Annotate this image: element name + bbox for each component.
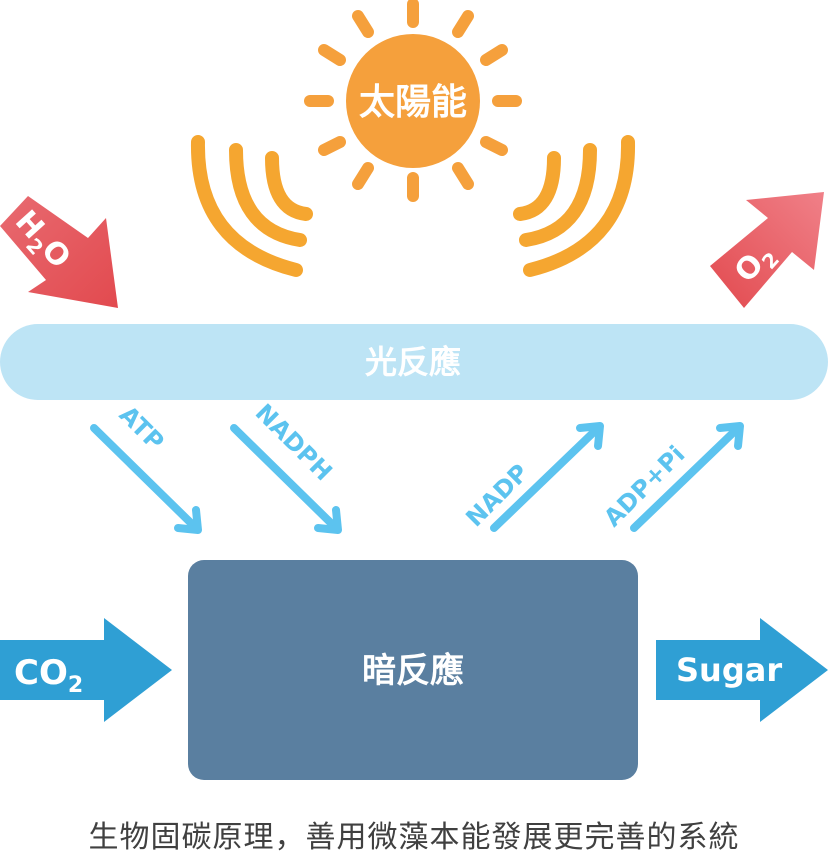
sun-label: 太陽能 [359,82,467,123]
left-light-waves [190,135,313,277]
adp-flow-arrow [630,422,744,532]
nadph-label: NADPH [250,398,338,486]
sugar-label: Sugar [676,651,782,689]
sun-rays [304,0,522,202]
light-reaction-label: 光反應 [365,343,461,381]
sugar-output-arrow: Sugar [656,618,828,722]
atp-flow-arrow [90,424,202,534]
co2-label: CO [14,653,68,693]
nadp-flow-arrow [490,422,604,532]
water-input-arrow: H2O [0,196,118,308]
svg-text:CO2: CO2 [14,653,83,698]
sun-icon [346,34,480,168]
oxygen-output-arrow: O2 [710,192,824,308]
atp-label: ATP [114,400,170,456]
dark-reaction-box [188,560,638,780]
dark-reaction-label: 暗反應 [362,651,464,691]
nadph-flow-arrow [230,424,342,534]
co2-subscript: 2 [68,673,83,698]
light-reaction-bar [0,324,828,400]
co2-input-arrow: CO2 [0,618,172,722]
caption: 生物固碳原理，善用微藻本能發展更完善的系統 [88,820,740,855]
right-light-waves [513,135,636,277]
